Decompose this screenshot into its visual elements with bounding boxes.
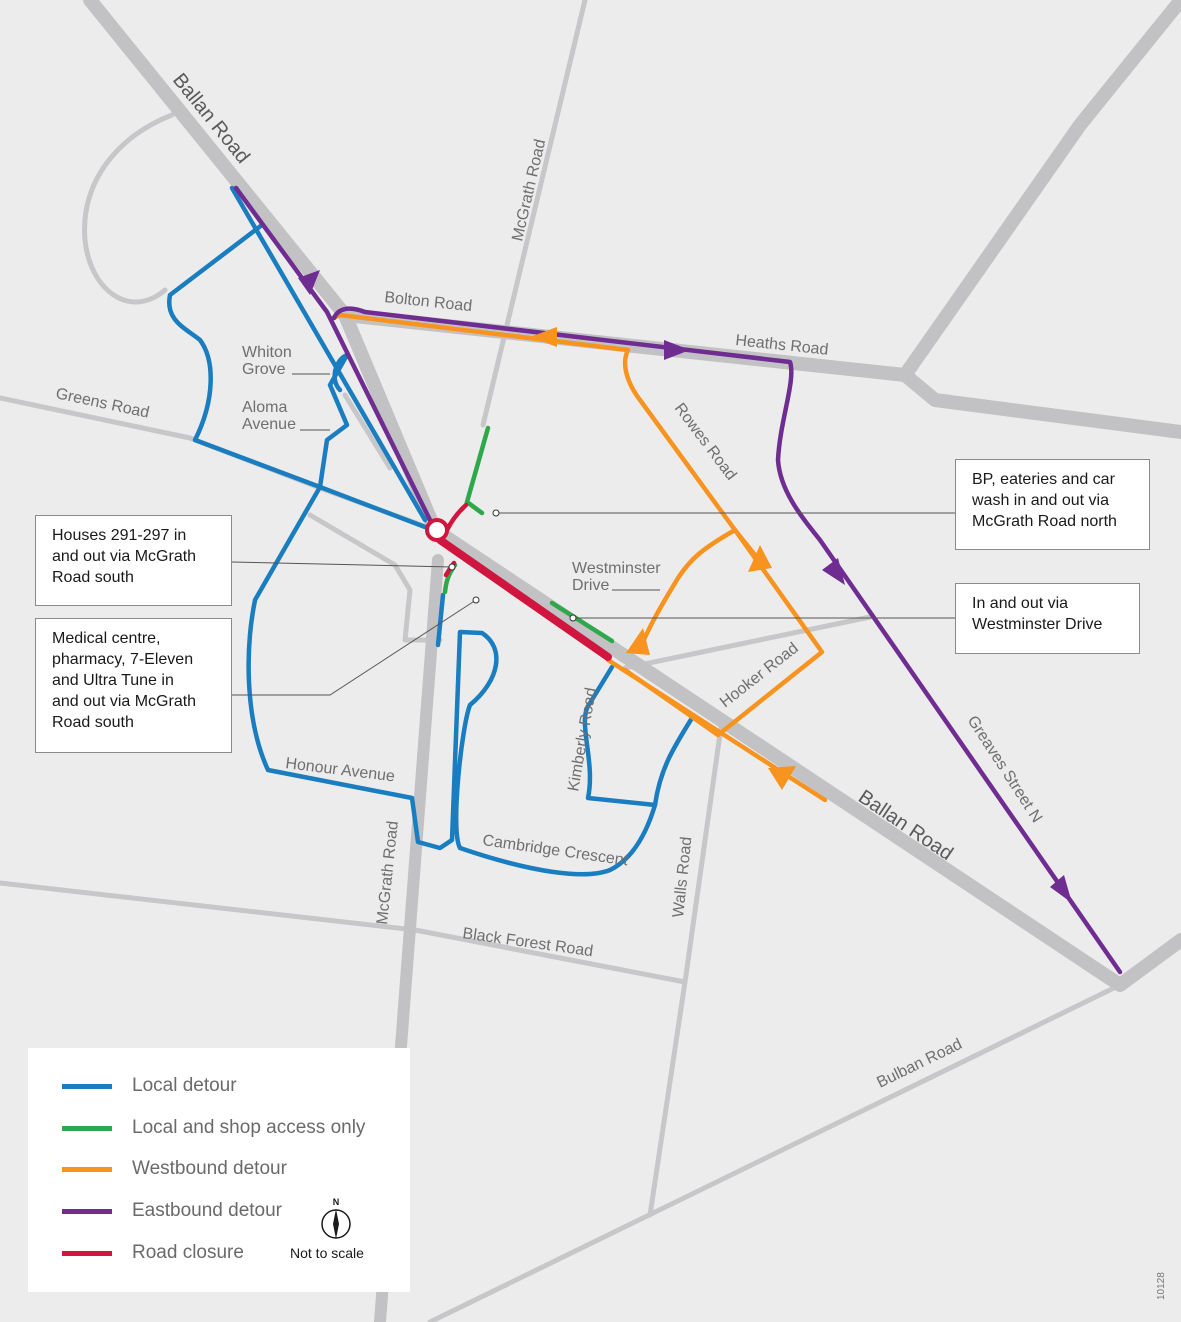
callout-medical: Medical centre, pharmacy, 7-Eleven and U…: [35, 618, 232, 753]
legend-item-westbound: Westbound detour: [62, 1157, 287, 1181]
legend-swatch-purple: [62, 1208, 112, 1214]
label-westminster-line2: Drive: [572, 577, 609, 594]
legend-swatch-green: [62, 1125, 112, 1131]
legend-item-eastbound: Eastbound detour: [62, 1199, 282, 1223]
legend-swatch-orange: [62, 1166, 112, 1172]
legend-swatch-blue: [62, 1083, 112, 1089]
callout-houses: Houses 291-297 in and out via McGrath Ro…: [35, 515, 232, 606]
label-aloma-line2: Avenue: [242, 416, 296, 433]
legend-label: Road closure: [132, 1242, 244, 1263]
callout-bp: BP, eateries and car wash in and out via…: [955, 459, 1150, 550]
eastbound-arrow-icon: [1050, 875, 1072, 903]
document-id: 10128: [1156, 1272, 1167, 1300]
westbound-arrow-icon: [530, 327, 557, 347]
label-whiton-line2: Grove: [242, 361, 286, 378]
westbound-arrow-icon: [768, 766, 796, 790]
eastbound-detour: [233, 185, 1123, 975]
north-arrow-icon: N: [321, 1197, 351, 1239]
legend-label: Westbound detour: [132, 1158, 287, 1179]
legend-swatch-red: [62, 1250, 112, 1256]
eastbound-arrow-icon: [298, 270, 320, 295]
eastbound-arrow-icon: [664, 340, 690, 360]
legend-label: Local and shop access only: [132, 1117, 366, 1138]
callout-westminster: In and out via Westminster Drive: [955, 583, 1140, 654]
westbound-arrow-icon: [626, 628, 650, 655]
label-westminster-line1: Westminster: [572, 560, 661, 577]
legend-item-road-closure: Road closure: [62, 1241, 244, 1265]
legend-label: Eastbound detour: [132, 1200, 283, 1221]
label-whiton-line1: Whiton: [242, 344, 292, 361]
legend-label: Local detour: [132, 1075, 237, 1096]
label-aloma-line1: Aloma: [242, 399, 287, 416]
direction-arrows: [298, 270, 1072, 903]
legend-item-local-detour: Local detour: [62, 1074, 237, 1098]
leader-lines: [231, 373, 955, 696]
legend-item-local-access: Local and shop access only: [62, 1116, 365, 1140]
svg-text:N: N: [333, 1197, 340, 1207]
legend: Local detour Local and shop access only …: [28, 1048, 410, 1292]
eastbound-arrow-icon: [822, 558, 845, 585]
roundabout: [425, 518, 449, 542]
local-detour-routes: [166, 185, 695, 877]
westbound-arrow-icon: [748, 545, 772, 572]
scale-note: Not to scale: [290, 1245, 364, 1261]
